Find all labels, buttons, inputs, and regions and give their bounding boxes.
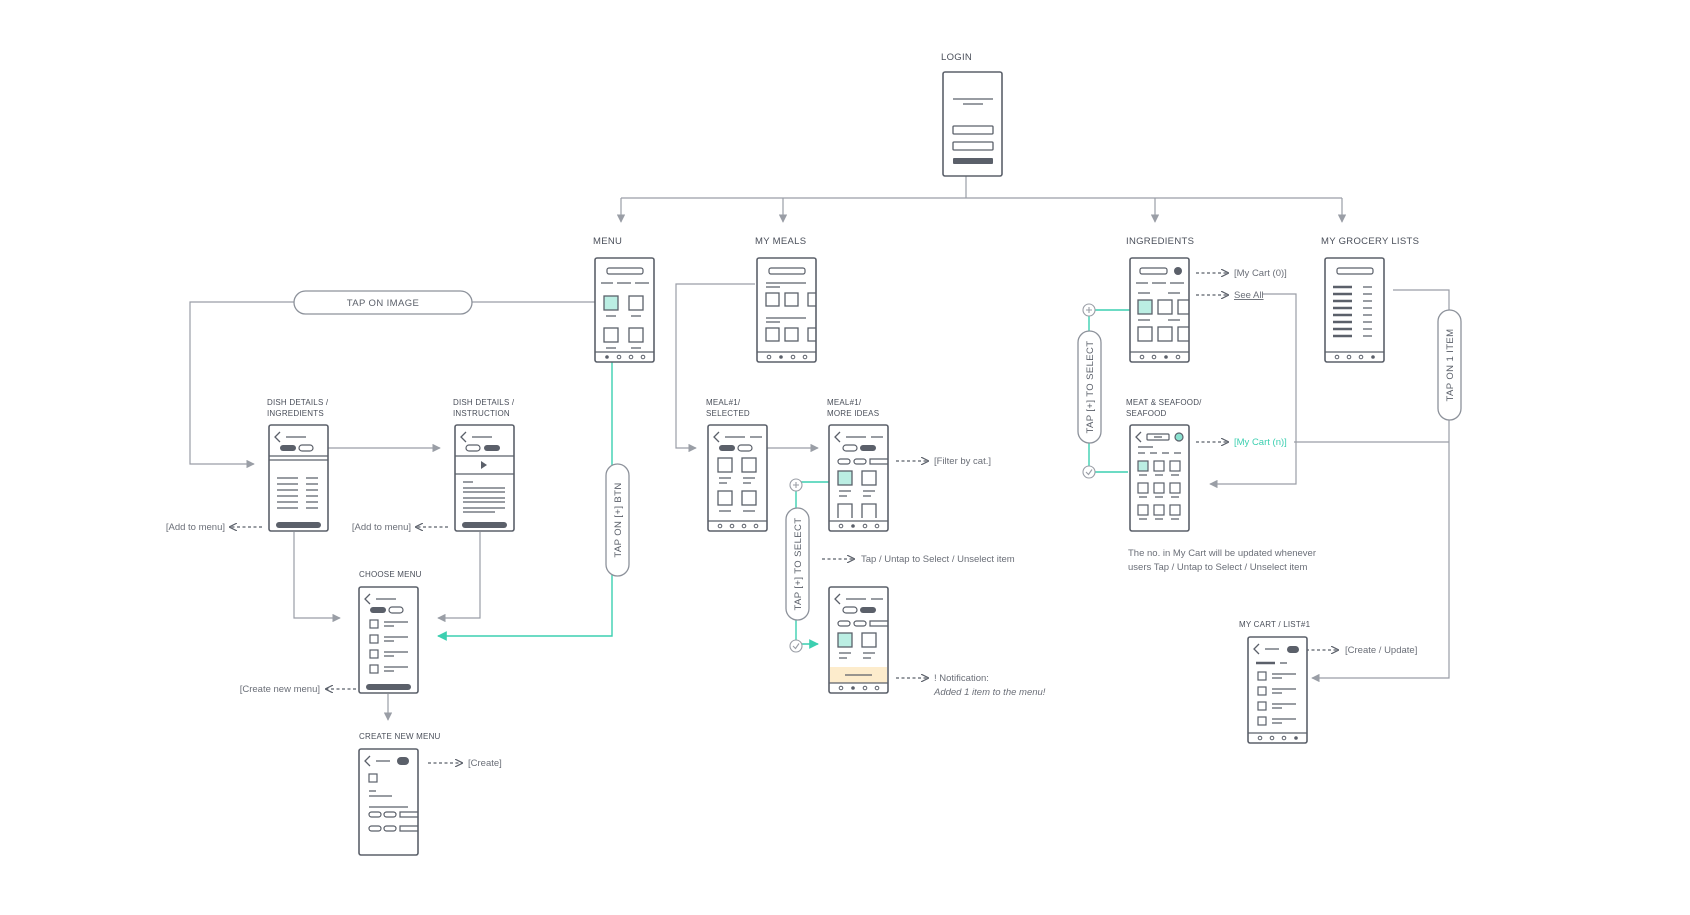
connector-menu-btn-choose [437,306,613,641]
plus-circle-icon [1082,303,1096,317]
note-create: [Create] [428,758,502,769]
check-circle-icon [1082,465,1096,479]
label-dish-details-instruction-2: INSTRUCTION [453,409,510,418]
label-meal-selected-2: SELECTED [706,409,750,418]
label-create-new-menu: CREATE NEW MENU [359,732,441,741]
note-cart-info-1: The no. in My Cart will be updated whene… [1128,548,1316,559]
screen-my-meals [756,257,817,363]
svg-text:[Filter by cat.]: [Filter by cat.] [934,456,991,467]
pill-tap-to-select-meals: TAP [+] TO SELECT [785,507,810,621]
note-filter-by-cat: [Filter by cat.] [896,456,991,467]
screen-meal-selected [707,424,768,532]
connector-instruction-choose [437,532,481,623]
svg-text:[Create new menu]: [Create new menu] [240,684,320,695]
note-cart-info-2: users Tap / Untap to Select / Unselect i… [1128,562,1307,573]
pill-tap-to-select-ingredients: TAP [+] TO SELECT [1077,330,1102,444]
connector-mymeals-selected [675,283,755,453]
connector-dish-choose [293,532,341,623]
svg-text:[Create / Update]: [Create / Update] [1345,645,1417,656]
svg-text:Tap / Untap to Select / Unsele: Tap / Untap to Select / Unselect item [861,554,1015,565]
connector-seeall-meat [1209,293,1297,489]
screen-menu [594,257,655,363]
svg-text:TAP ON 1 ITEM: TAP ON 1 ITEM [1445,329,1456,402]
svg-text:[Add to menu]: [Add to menu] [166,522,225,533]
svg-text:TAP [+] TO SELECT: TAP [+] TO SELECT [1085,341,1096,434]
note-my-cart-n: [My Cart (n)] [1196,437,1287,448]
note-add-to-menu-2: [Add to menu] [352,522,448,533]
label-dish-details-instruction-1: DISH DETAILS / [453,398,515,407]
label-my-grocery-lists: MY GROCERY LISTS [1321,236,1419,247]
screen-choose-menu [358,586,419,694]
svg-text:[My Cart (n)]: [My Cart (n)] [1234,437,1287,448]
plus-circle-icon [789,478,803,492]
connector-tap-image-dish [189,301,294,469]
label-meat-seafood-1: MEAT & SEAFOOD/ [1126,398,1202,407]
screen-notification [828,586,889,694]
see-all-link: See All [1234,290,1264,301]
label-meal-selected-1: MEAL#1/ [706,398,741,407]
label-meal-more-ideas-2: MORE IDEAS [827,409,879,418]
connector-grocery-cart [1311,289,1450,683]
note-my-cart-0: [My Cart (0)] [1196,268,1287,279]
screen-dish-details-instruction [454,424,515,532]
label-meat-seafood-2: SEAFOOD [1126,409,1167,418]
label-meal-more-ideas-1: MEAL#1/ [827,398,862,407]
screen-ingredients [1129,257,1190,363]
check-circle-icon [789,639,803,653]
pill-tap-on-1-item: TAP ON 1 ITEM [1437,309,1462,421]
svg-text:TAP [+] TO SELECT: TAP [+] TO SELECT [793,518,804,611]
note-create-update: [Create / Update] [1306,645,1417,656]
label-dish-details-ingredients-2: INGREDIENTS [267,409,324,418]
label-login: LOGIN [941,52,972,63]
note-tap-untap: Tap / Untap to Select / Unselect item [822,554,1015,565]
label-dish-details-ingredients-1: DISH DETAILS / [267,398,329,407]
svg-text:Added 1 item to the menu!: Added 1 item to the menu! [933,687,1046,698]
label-menu: MENU [593,236,622,247]
pill-tap-on-btn: TAP ON [+] BTN [605,463,630,577]
label-my-cart-list: MY CART / LIST#1 [1239,620,1311,629]
svg-text:[My Cart (0)]: [My Cart (0)] [1234,268,1287,279]
screen-meat-seafood [1129,424,1190,532]
svg-text:[Create]: [Create] [468,758,502,769]
label-choose-menu: CHOOSE MENU [359,570,422,579]
svg-text:! Notification:: ! Notification: [934,673,989,684]
screen-dish-details-ingredients [268,424,329,532]
note-notification: ! Notification: Added 1 item to the menu… [896,673,1046,698]
screen-meal-more-ideas [828,424,889,532]
label-my-meals: MY MEALS [755,236,806,247]
note-add-to-menu-1: [Add to menu] [166,522,262,533]
svg-text:[Add to menu]: [Add to menu] [352,522,411,533]
note-see-all: See All [1196,290,1264,301]
screen-my-grocery-lists [1324,257,1385,363]
screen-create-new-menu [358,748,419,856]
svg-text:TAP ON IMAGE: TAP ON IMAGE [347,298,420,309]
svg-text:TAP ON [+] BTN: TAP ON [+] BTN [613,482,624,557]
pill-tap-on-image: TAP ON IMAGE [293,290,473,315]
note-create-new-menu: [Create new menu] [240,684,356,695]
screen-login [942,71,1003,177]
label-ingredients: INGREDIENTS [1126,236,1194,247]
screen-my-cart-list [1247,636,1308,744]
